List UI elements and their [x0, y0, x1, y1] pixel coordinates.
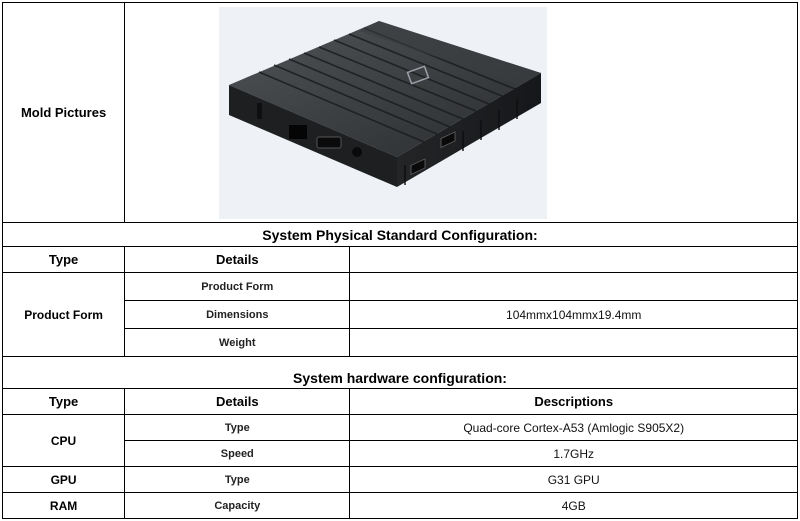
- table-row: Speed 1.7GHz: [3, 440, 798, 467]
- hardware-section-title: System hardware configuration:: [2, 356, 798, 389]
- hardware-title-row: System hardware configuration:: [2, 356, 798, 389]
- detail-cell: Capacity: [124, 492, 351, 519]
- hardware-col-type: Type: [1, 388, 126, 415]
- detail-cell: Dimensions: [124, 300, 351, 329]
- gpu-type: GPU: [1, 466, 126, 493]
- value-cell: 4GB: [349, 492, 798, 519]
- detail-cell: Speed: [124, 440, 351, 467]
- cpu-type: CPU: [1, 414, 126, 467]
- tv-box-icon: [229, 20, 542, 187]
- value-cell: 1.7GHz: [349, 440, 798, 467]
- physical-title-row: System Physical Standard Configuration:: [2, 222, 798, 247]
- detail-cell: Type: [124, 414, 351, 441]
- hardware-col-descriptions: Descriptions: [349, 388, 798, 415]
- value-cell: [349, 328, 798, 357]
- detail-cell: Product Form: [124, 272, 351, 301]
- physical-section-title: System Physical Standard Configuration:: [2, 222, 798, 247]
- value-cell: [349, 272, 798, 301]
- table-row: Product Form Product Form: [1, 272, 798, 357]
- physical-col-empty: [349, 246, 798, 273]
- product-form-type: Product Form: [1, 272, 126, 357]
- detail-cell: Type: [124, 466, 351, 493]
- physical-col-details: Details: [124, 246, 351, 273]
- mold-row: Mold Pictures: [1, 2, 798, 223]
- ram-type: RAM: [1, 492, 126, 519]
- table-row: CPU Type Quad-core Cortex-A53 (Amlogic S…: [1, 414, 798, 467]
- table-row: GPU Type G31 GPU: [1, 466, 798, 493]
- value-cell: Quad-core Cortex-A53 (Amlogic S905X2): [349, 414, 798, 441]
- detail-cell: Weight: [124, 328, 351, 357]
- value-cell: G31 GPU: [349, 466, 798, 493]
- hardware-col-details: Details: [124, 388, 351, 415]
- physical-col-type: Type: [1, 246, 126, 273]
- mold-photo-cell: [124, 2, 798, 223]
- product-photo: [219, 6, 548, 219]
- hardware-header-row: Type Details Descriptions: [1, 388, 798, 415]
- mold-label: Mold Pictures: [1, 2, 126, 223]
- table-row: RAM Capacity 4GB: [1, 492, 798, 519]
- physical-header-row: Type Details: [1, 246, 798, 273]
- value-cell: 104mmx104mmx19.4mm: [349, 300, 798, 329]
